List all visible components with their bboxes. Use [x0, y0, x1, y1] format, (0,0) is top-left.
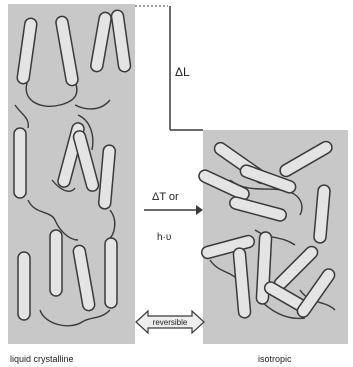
- isotropic-label: isotropic: [258, 354, 292, 364]
- lc-rod: [50, 230, 62, 296]
- delta-l-label: ΔL: [175, 65, 190, 79]
- lc-rod: [105, 238, 117, 308]
- stimulus-label-line1: ΔT or: [152, 191, 179, 203]
- right-arrow-icon: [144, 205, 203, 215]
- reversible-label: reversible: [153, 318, 188, 327]
- stimulus-label-line2: h·υ: [157, 232, 171, 243]
- lc-rod: [18, 252, 30, 320]
- height-marker: [135, 6, 203, 130]
- lc-rod: [14, 128, 26, 198]
- liquid-crystalline-label: liquid crystalline: [10, 354, 74, 364]
